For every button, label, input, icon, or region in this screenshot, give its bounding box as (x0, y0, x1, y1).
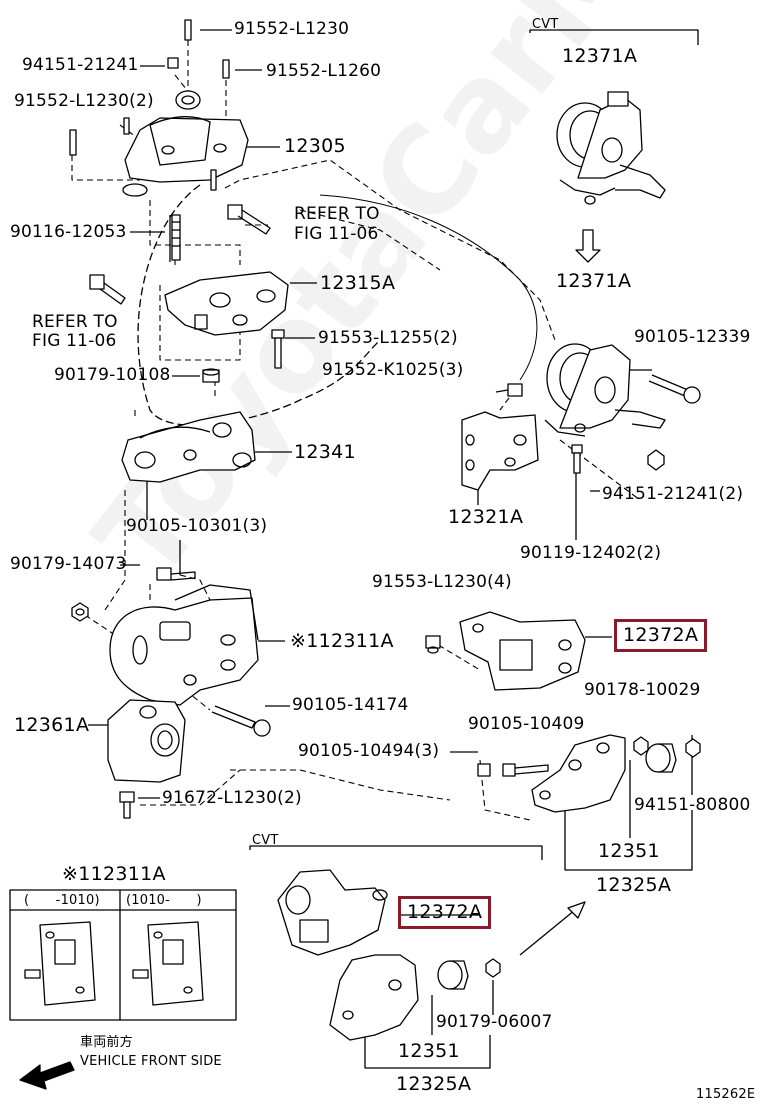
label-90179-14073: 90179-14073 (10, 554, 127, 574)
part-91672-l1230 (119, 791, 135, 819)
label-91553-l1230-4: 91553-L1230(4) (372, 572, 512, 592)
label-12305: 12305 (284, 135, 346, 157)
part-12311a (109, 584, 259, 706)
part-12315a (164, 271, 289, 336)
label-refer-to-upper: REFER TO (294, 204, 380, 224)
arrow-diagonal (519, 901, 586, 956)
part-12371a-mid (544, 343, 666, 437)
label-91552-k1025: 91552-K1025(3) (322, 360, 464, 380)
label-cvt-top: CVT (532, 17, 559, 32)
part-94151-21241-right (647, 449, 665, 471)
label-90105-10494: 90105-10494(3) (298, 741, 440, 761)
label-12311a: ※112311A (290, 630, 394, 652)
inset-col1-header: ( -1010) (24, 893, 100, 908)
part-12371a-top (556, 91, 666, 205)
bolt-refer-lower (89, 274, 126, 305)
label-12351-bottom: 12351 (398, 1040, 460, 1062)
part-12341 (121, 411, 256, 483)
part-bushing-bottom (437, 960, 469, 990)
label-refer-to-lower: REFER TO (32, 312, 118, 332)
label-fig-11-06-upper: FIG 11-06 (294, 224, 379, 244)
label-91672-l1230: 91672-L1230(2) (162, 788, 302, 808)
label-91552-l1230-2: 91552-L1230(2) (14, 91, 154, 111)
part-90178-10029 (633, 736, 649, 756)
label-cvt-bottom: CVT (252, 833, 279, 848)
part-12321a (461, 411, 539, 491)
part-12351-right (531, 734, 626, 813)
part-90105-10409 (502, 763, 549, 777)
label-12361a: 12361A (14, 714, 90, 736)
vehicle-front-en: VEHICLE FRONT SIDE (80, 1054, 222, 1069)
part-bushing-right (645, 743, 677, 773)
label-94151-21241: 94151-21241 (22, 55, 139, 75)
part-90105-10494 (477, 763, 491, 777)
label-12371a-top: 12371A (562, 45, 638, 67)
label-12372a-highlight-right: 12372A (614, 619, 708, 652)
part-90119-12402 (571, 444, 583, 474)
part-90105-14174 (211, 705, 271, 737)
part-12305 (69, 19, 249, 197)
part-12372a-bottom (277, 869, 388, 956)
part-90179-14073 (71, 602, 89, 622)
label-90119-12402: 90119-12402(2) (520, 543, 662, 563)
label-90179-10108: 90179-10108 (54, 365, 171, 385)
label-fig-11-06-lower: FIG 11-06 (32, 331, 117, 351)
vehicle-front-jp: 車両前方 (80, 1035, 133, 1050)
label-12315a: 12315A (320, 272, 396, 294)
label-90105-10301: 90105-10301(3) (126, 516, 268, 536)
inset-col2-header: (1010- ) (126, 893, 202, 908)
part-90179-06007 (485, 958, 501, 978)
part-91553-l1255 (271, 329, 285, 369)
label-94151-21241-2: 94151-21241(2) (602, 484, 744, 504)
leader-lines (88, 29, 699, 1069)
part-12361a (107, 699, 186, 783)
vehicle-front-arrow (19, 1061, 75, 1090)
part-90179-10108 (202, 368, 220, 383)
label-90105-10409: 90105-10409 (468, 714, 585, 734)
label-91552-l1230: 91552-L1230 (234, 19, 350, 39)
part-90116-12053 (171, 214, 181, 261)
label-12325a-right: 12325A (596, 874, 672, 896)
label-12325a-bottom: 12325A (396, 1073, 472, 1095)
label-90116-12053: 90116-12053 (10, 222, 127, 242)
bolt-refer-upper (227, 204, 271, 235)
part-12372a-right (459, 611, 586, 691)
label-91552-l1260: 91552-L1260 (266, 61, 382, 81)
label-90105-12339: 90105-12339 (634, 327, 751, 347)
label-94151-80800: 94151-80800 (634, 795, 751, 815)
part-12351-bottom (329, 954, 419, 1041)
label-12341: 12341 (294, 441, 356, 463)
label-90179-06007: 90179-06007 (436, 1012, 553, 1032)
part-94151-80800 (685, 738, 701, 758)
inset-title: ※112311A (62, 863, 166, 885)
label-90178-10029: 90178-10029 (584, 680, 701, 700)
label-91553-l1255: 91553-L1255(2) (318, 328, 458, 348)
label-90105-14174: 90105-14174 (292, 695, 409, 715)
inset-box (9, 889, 237, 1021)
label-12351-right: 12351 (598, 840, 660, 862)
figure-code: 115262E (696, 1087, 756, 1102)
part-90105-12339 (648, 374, 701, 404)
dashed-lines (71, 40, 641, 821)
part-91552-k1025 (495, 383, 523, 397)
label-12372a-highlight-bottom: 12372A (398, 896, 492, 929)
label-12321a: 12321A (448, 506, 524, 528)
part-90105-10301 (156, 567, 196, 581)
part-91553-l1230-4 (425, 635, 441, 654)
label-12371a-mid: 12371A (556, 270, 632, 292)
arrow-down (575, 229, 601, 263)
